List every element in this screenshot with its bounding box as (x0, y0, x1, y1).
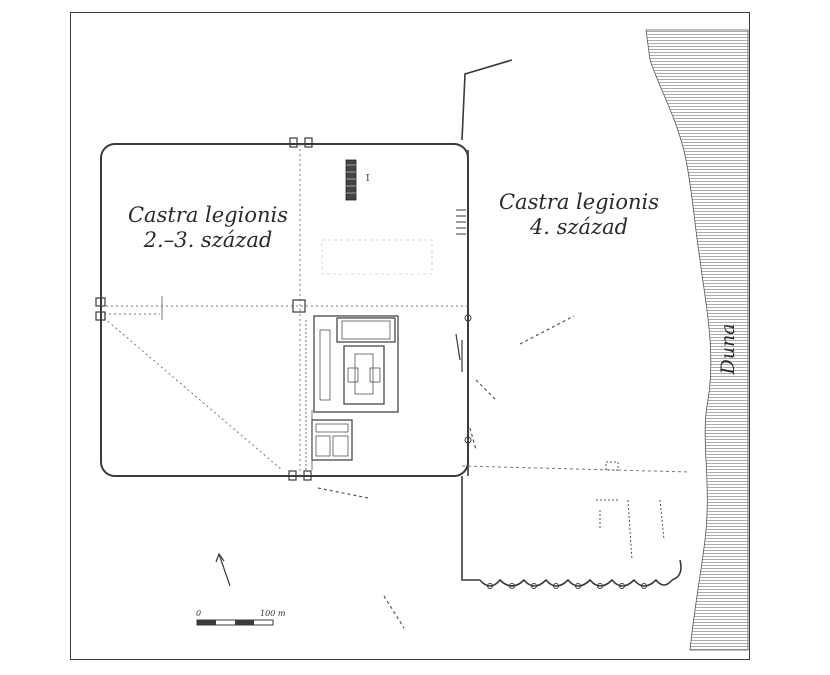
north-arrow-icon (215, 552, 231, 587)
label-river-duna: Duna (717, 323, 739, 375)
annex-internal-traces (596, 461, 665, 561)
building-marker: I (366, 174, 370, 184)
map-frame (70, 12, 750, 660)
scale-bar (196, 619, 274, 626)
annex-north-trace (461, 465, 691, 473)
gate-south (288, 470, 312, 481)
gate-center (292, 299, 306, 313)
annex-towers (487, 583, 647, 589)
diagonal-trace (103, 317, 283, 471)
river-danube (645, 29, 749, 651)
faint-buildings (321, 239, 433, 275)
label-old-line2: 2.–3. század (143, 228, 273, 253)
north-wall-stub (461, 59, 513, 141)
east-tower-stairs (456, 209, 466, 235)
bath-building (311, 419, 353, 461)
gate-west (95, 297, 106, 321)
fort-old-outline (100, 143, 469, 477)
scale-end-label: 100 m (260, 609, 286, 618)
gate-north (289, 137, 313, 148)
fort-new-annex (461, 476, 682, 587)
label-castra-legionis-old: Castra legionis 2.–3. század (108, 203, 308, 253)
outer-traces (317, 315, 575, 629)
label-castra-legionis-new: Castra legionis 4. század (484, 190, 674, 240)
label-old-line1: Castra legionis (127, 203, 288, 227)
principia-complex (313, 315, 399, 413)
scale-start-label: 0 (196, 609, 202, 618)
wall-towers (464, 314, 472, 444)
label-new-line1: Castra legionis (498, 190, 659, 214)
label-new-line2: 4. század (529, 215, 629, 240)
building-barracks (345, 159, 357, 201)
